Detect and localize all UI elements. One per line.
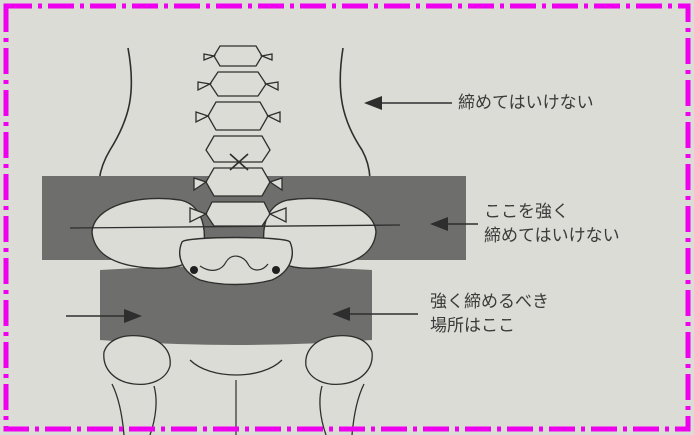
annotation-middle-line2: 締めてはいけない [484,224,620,248]
sacrum-right-dot [272,266,280,274]
annotation-middle-line1: ここを強く [484,200,569,224]
annotation-lower-line2: 場所はここ [430,314,515,338]
annotation-lower-line1: 強く締めるべき [430,290,549,314]
sacrum-left-dot [190,266,198,274]
annotation-upper-waist: 締めてはいけない [458,91,594,115]
sacrum [180,238,293,285]
